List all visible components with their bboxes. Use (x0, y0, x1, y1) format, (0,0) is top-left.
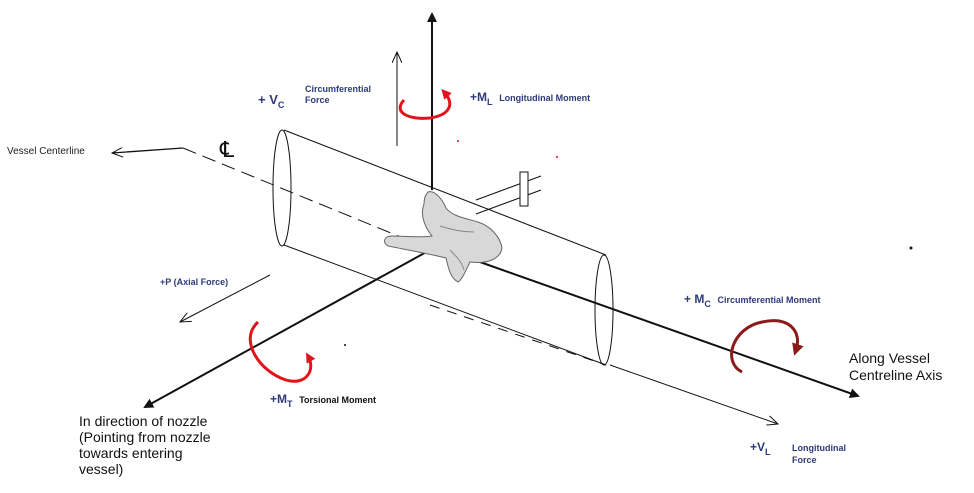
nozzle-line1: In direction of nozzle (79, 413, 208, 429)
vl-subscript: L (765, 447, 771, 457)
nozzle-line2: (Pointing from nozzle (79, 429, 211, 445)
mc-subscript: C (704, 299, 711, 309)
mc-description: Circumferential Moment (717, 295, 821, 305)
along-line1: Along Vessel (849, 350, 930, 366)
lower-dashed-line (429, 304, 607, 366)
nozzle-direction-label: In direction of nozzle(Pointing from noz… (79, 413, 211, 477)
ml-description: Longitudinal Moment (499, 93, 591, 103)
vl-desc-line1: Longitudinal (792, 443, 846, 453)
mt-subscript: T (287, 399, 293, 409)
p-arrow (180, 274, 271, 322)
vc-desc-line2: Force (305, 95, 330, 105)
vl-desc-line2: Force (792, 455, 817, 465)
vc-symbol: + V (258, 92, 278, 107)
vc-subscript: C (277, 100, 285, 110)
vc-desc-line1: Circumferential (305, 84, 372, 94)
dot (457, 140, 459, 142)
nozzle-line3: towards entering (79, 445, 183, 461)
mt-symbol: +M (270, 392, 288, 406)
vl-symbol: +V (750, 440, 766, 454)
pointing-hand-icon (384, 191, 503, 283)
vessel-centerline-label: Vessel Centerline (7, 146, 85, 157)
along-line2: Centreline Axis (849, 367, 943, 383)
ml-symbol: +M (470, 90, 488, 104)
dot (344, 344, 346, 346)
mt-label: +MT Torsional Moment (270, 392, 377, 409)
ml-subscript: L (487, 97, 493, 107)
ml-label: +ML Longitudinal Moment (470, 90, 591, 107)
mt-moment-curl (248, 320, 316, 383)
dot (556, 156, 558, 158)
vessel-cylinder (272, 129, 614, 366)
mc-label: + MC Circumferential Moment (684, 292, 821, 309)
nozzle-axis (143, 249, 431, 408)
vl-arrow (609, 364, 778, 424)
vessel-centerline (182, 147, 431, 250)
mt-description: Torsional Moment (299, 395, 377, 405)
nozzle-stub (475, 171, 542, 215)
vl-label: +VL (750, 440, 771, 457)
centreline-axis (479, 261, 860, 399)
vessel-centerline-arrow (112, 148, 184, 153)
mc-symbol: + M (684, 292, 705, 306)
centerline-symbol: ℄ (220, 138, 235, 163)
nozzle-line4: vessel) (79, 461, 124, 477)
dot (909, 246, 913, 250)
vc-label: + VC (258, 92, 285, 110)
ml-moment-curl (398, 89, 452, 120)
mc-moment-curl (730, 319, 804, 374)
p-axial-label: +P (Axial Force) (160, 277, 229, 287)
